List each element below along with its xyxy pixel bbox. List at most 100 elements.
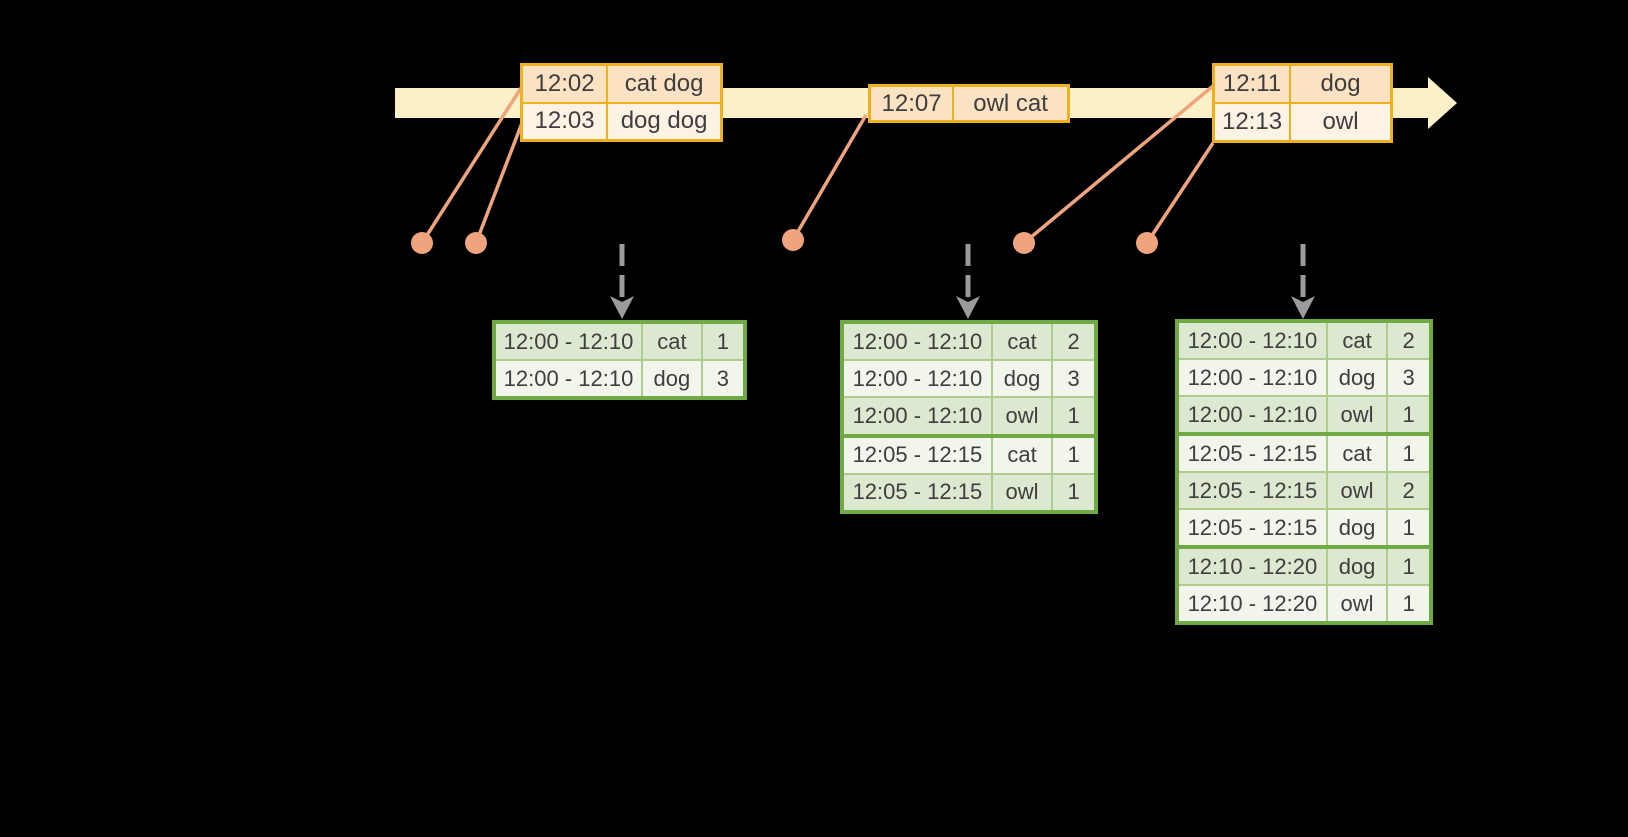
event-row: 12:07 owl cat (871, 87, 1067, 120)
word-cell: cat (1327, 436, 1387, 471)
word-cell: owl (992, 398, 1052, 434)
word-cell: dog (1327, 360, 1387, 395)
window-cell: 12:00 - 12:10 (1179, 323, 1326, 358)
word-cell: dog (1327, 510, 1387, 545)
event-connector-line (1145, 142, 1215, 244)
result-table-3: 12:00 - 12:10 cat 2 12:00 - 12:10 dog 3 … (1175, 319, 1433, 625)
event-connector-line (420, 87, 523, 244)
event-connector-line (1022, 84, 1215, 245)
event-words-cell: dog (1291, 66, 1390, 102)
window-cell: 12:10 - 12:20 (1179, 549, 1326, 584)
result-row: 12:00 - 12:10 owl 1 (1179, 395, 1429, 432)
window-cell: 12:05 - 12:15 (1179, 510, 1326, 545)
word-cell: cat (992, 437, 1052, 473)
word-cell: dog (992, 361, 1052, 397)
event-time-cell: 12:11 (1215, 66, 1290, 102)
event-connector-line (791, 114, 868, 241)
count-cell: 1 (1388, 549, 1429, 584)
event-table-1: 12:02 cat dog 12:03 dog dog (520, 63, 723, 142)
result-row: 12:00 - 12:10 dog 3 (844, 359, 1094, 397)
trigger-arrowhead-icon (1291, 296, 1315, 319)
window-cell: 12:05 - 12:15 (1179, 436, 1326, 471)
result-row: 12:00 - 12:10 dog 3 (1179, 358, 1429, 395)
count-cell: 1 (1388, 397, 1429, 432)
event-row: 12:03 dog dog (523, 103, 720, 139)
event-row: 12:13 owl (1215, 104, 1390, 140)
result-row: 12:00 - 12:10 cat 2 (844, 324, 1094, 360)
result-row: 12:05 - 12:15 cat 1 (844, 433, 1094, 473)
count-cell: 1 (1388, 436, 1429, 471)
event-time-cell: 12:13 (1215, 104, 1290, 140)
event-row: 12:11 dog (1215, 66, 1390, 102)
count-cell: 1 (1388, 510, 1429, 545)
trigger-arrow-lines (619, 244, 1306, 297)
result-row: 12:00 - 12:10 cat 1 (496, 324, 743, 359)
result-row: 12:00 - 12:10 owl 1 (844, 396, 1094, 434)
result-row: 12:00 - 12:10 dog 3 (496, 359, 743, 396)
result-table-2: 12:00 - 12:10 cat 2 12:00 - 12:10 dog 3 … (840, 320, 1098, 514)
result-table-1: 12:00 - 12:10 cat 1 12:00 - 12:10 dog 3 (492, 320, 747, 400)
window-cell: 12:05 - 12:15 (844, 437, 991, 473)
window-cell: 12:00 - 12:10 (844, 398, 991, 434)
result-row: 12:05 - 12:15 cat 1 (1179, 432, 1429, 471)
word-cell: dog (1327, 549, 1387, 584)
word-cell: dog (643, 361, 701, 396)
event-dot (782, 229, 804, 251)
word-cell: owl (992, 474, 1052, 511)
trigger-arrowhead-icon (956, 296, 980, 319)
window-cell: 12:00 - 12:10 (496, 324, 642, 359)
word-cell: cat (643, 324, 701, 359)
event-dots (411, 229, 1158, 254)
window-cell: 12:05 - 12:15 (844, 474, 991, 511)
word-cell: owl (1327, 586, 1387, 621)
result-row: 12:00 - 12:10 cat 2 (1179, 323, 1429, 358)
window-cell: 12:00 - 12:10 (844, 324, 991, 360)
timeline-arrowhead-icon (1428, 77, 1457, 129)
event-words-cell: cat dog (608, 66, 720, 102)
event-dot (411, 232, 433, 254)
event-connector-line (474, 122, 524, 244)
window-cell: 12:00 - 12:10 (496, 361, 642, 396)
window-cell: 12:00 - 12:10 (1179, 360, 1326, 395)
event-connector-lines (420, 84, 1215, 245)
event-dot (1013, 232, 1035, 254)
window-cell: 12:05 - 12:15 (1179, 473, 1326, 508)
event-time-cell: 12:07 (871, 87, 953, 120)
trigger-arrowheads (610, 296, 1315, 319)
event-words-cell: owl (1291, 104, 1390, 140)
count-cell: 1 (1053, 474, 1094, 511)
count-cell: 2 (1388, 323, 1429, 358)
word-cell: cat (1327, 323, 1387, 358)
event-time-cell: 12:02 (523, 66, 607, 102)
count-cell: 1 (702, 324, 743, 359)
word-cell: owl (1327, 473, 1387, 508)
result-row: 12:10 - 12:20 dog 1 (1179, 545, 1429, 584)
event-words-cell: owl cat (954, 87, 1067, 120)
count-cell: 1 (1388, 586, 1429, 621)
result-row: 12:05 - 12:15 dog 1 (1179, 508, 1429, 545)
window-cell: 12:00 - 12:10 (844, 361, 991, 397)
window-cell: 12:00 - 12:10 (1179, 397, 1326, 432)
event-table-2: 12:07 owl cat (868, 84, 1070, 123)
result-row: 12:05 - 12:15 owl 2 (1179, 471, 1429, 508)
word-cell: owl (1327, 397, 1387, 432)
trigger-arrowhead-icon (610, 296, 634, 319)
count-cell: 1 (1053, 398, 1094, 434)
event-time-cell: 12:03 (523, 103, 607, 139)
count-cell: 3 (1388, 360, 1429, 395)
event-words-cell: dog dog (608, 103, 720, 139)
count-cell: 3 (702, 361, 743, 396)
count-cell: 1 (1053, 437, 1094, 473)
count-cell: 3 (1053, 361, 1094, 397)
count-cell: 2 (1053, 324, 1094, 360)
word-cell: cat (992, 324, 1052, 360)
result-row: 12:05 - 12:15 owl 1 (844, 472, 1094, 511)
count-cell: 2 (1388, 473, 1429, 508)
event-dot (465, 232, 487, 254)
event-dot (1136, 232, 1158, 254)
event-table-3: 12:11 dog 12:13 owl (1212, 63, 1393, 143)
event-row: 12:02 cat dog (523, 66, 720, 102)
result-row: 12:10 - 12:20 owl 1 (1179, 584, 1429, 621)
